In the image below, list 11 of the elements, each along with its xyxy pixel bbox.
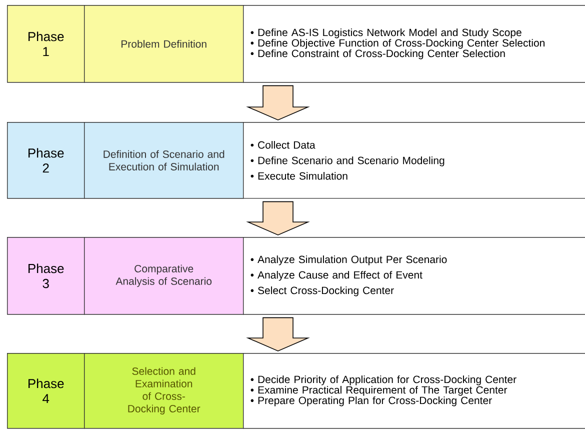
phase-number-cell: Phase 3: [7, 237, 85, 315]
task-list-cell: • Collect Data • Define Scenario and Scenario Modeling • Execute Simulation: [243, 122, 585, 199]
phase-number-cell: Phase 4: [7, 352, 85, 429]
task-list-cell: • Decide Priority of Application for Cross-Docking Center • Examine Practical Requirement of The Target Center • Prepare Operating Plan for Cross-Docking Center: [243, 352, 585, 429]
block-arrow: [246, 85, 310, 120]
block-arrow: [246, 317, 310, 352]
task-list-cell: • Analyze Simulation Output Per Scenario • Analyze Cause and Effect of Event • Select Cross-Docking Center: [243, 237, 585, 315]
block-arrow: [246, 201, 310, 236]
phase-number-cell: Phase 2: [7, 122, 85, 199]
phase-number-cell: Phase 1: [7, 5, 85, 83]
task-list-cell: • Define AS-IS Logistics Network Model and Study Scope • Define Objective Function of Cross-Docking Center Selection • Define Constraint of Cross-Docking Center Selection: [243, 5, 585, 83]
